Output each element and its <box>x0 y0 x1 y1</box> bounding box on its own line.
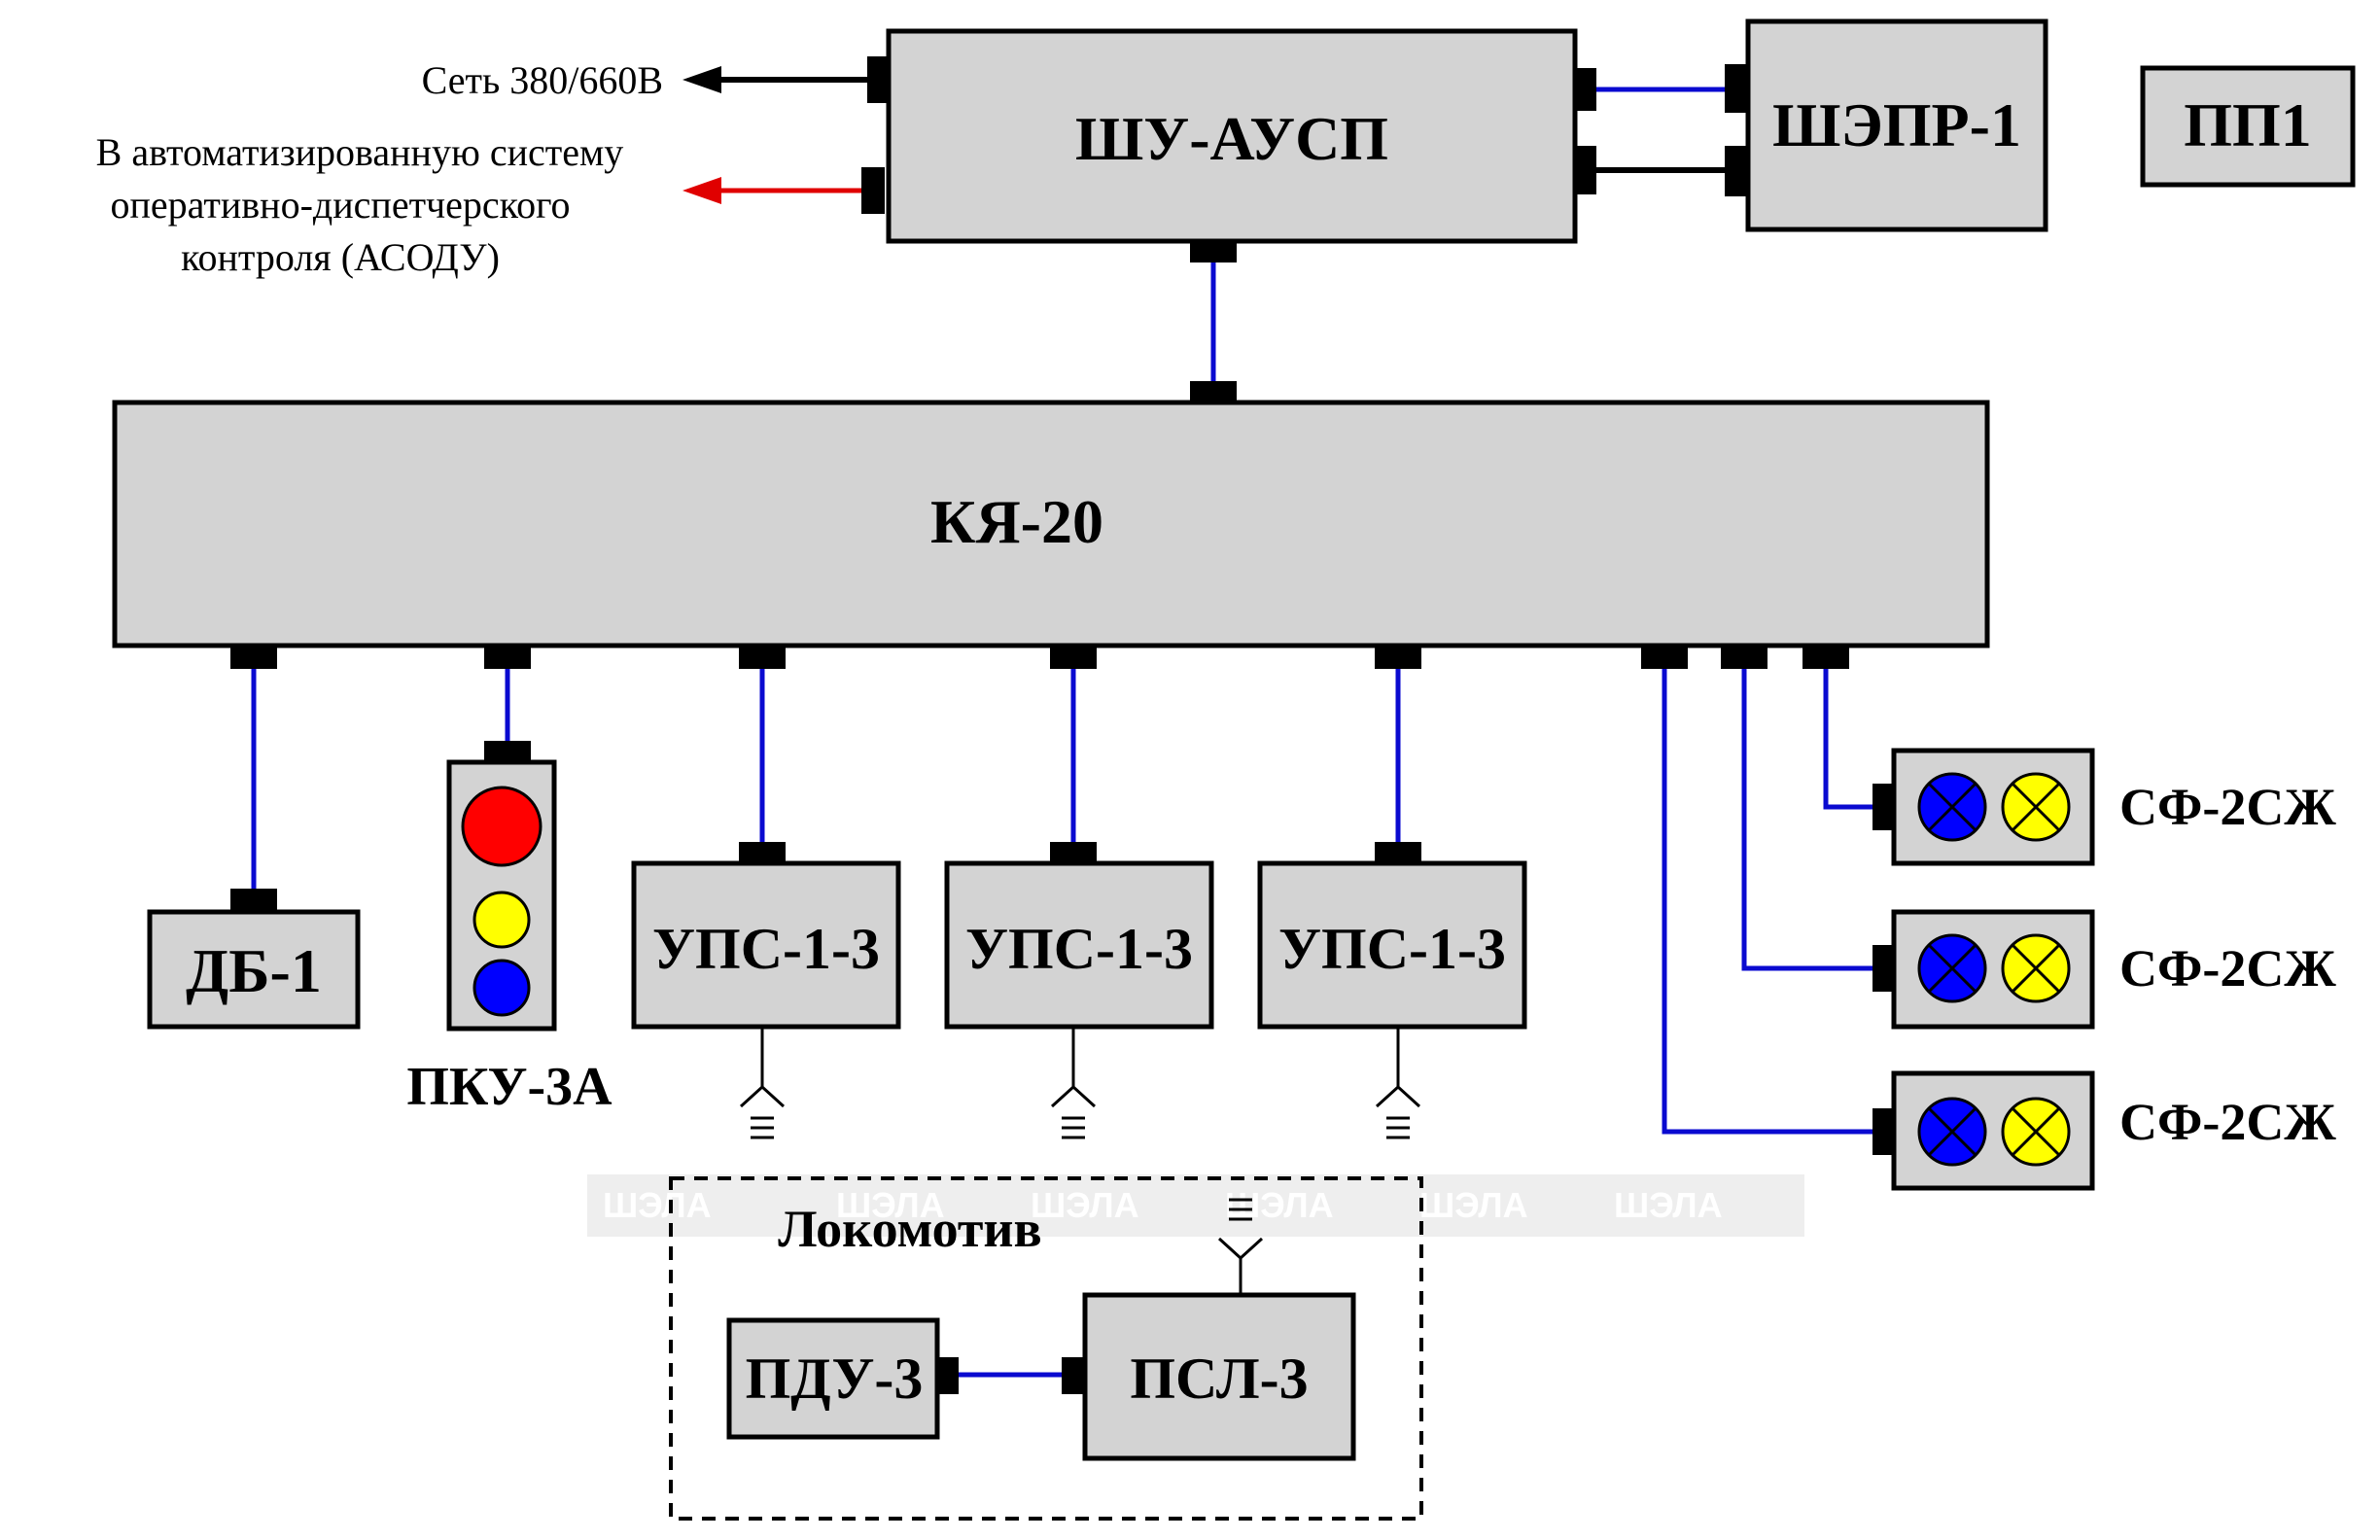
db1-label: ДБ-1 <box>186 936 322 1005</box>
sf-block-2 <box>1872 909 2095 1030</box>
asodu-label-line1: В автоматизированную систему <box>96 130 624 174</box>
ups-label: УПС-1-3 <box>1278 917 1506 981</box>
shepr-block: ШЭПР-1 <box>1725 18 2048 232</box>
psl-block: ПСЛ-3 <box>1062 1292 1356 1461</box>
ups-block-3: УПС-1-3 <box>1257 842 1527 1030</box>
asodu-arrow <box>682 177 870 204</box>
sf-block-3 <box>1872 1070 2095 1191</box>
pdu-block: ПДУ-3 <box>726 1317 959 1440</box>
antenna-icon <box>739 1029 786 1139</box>
network-label: Сеть 380/660В <box>422 58 663 102</box>
sf-label: СФ-2СЖ <box>2119 778 2336 836</box>
antenna-icon <box>1375 1029 1421 1139</box>
pp1-block: ПП1 <box>2140 65 2356 188</box>
sf-label: СФ-2СЖ <box>2119 939 2336 998</box>
sf-label: СФ-2СЖ <box>2119 1093 2336 1151</box>
shu-ausp-label: ШУ-АУСП <box>1075 104 1388 173</box>
locomotive-frame <box>669 1176 1423 1521</box>
asodu-label-line3: контроля (АСОДУ) <box>181 235 500 279</box>
antenna-icons <box>739 1029 1421 1139</box>
watermark-text: ШЭЛА <box>836 1185 945 1225</box>
psl-label: ПСЛ-3 <box>1130 1347 1308 1411</box>
kya-label: КЯ-20 <box>930 487 1103 556</box>
ups-label: УПС-1-3 <box>652 917 880 981</box>
red-lamp-icon <box>461 786 542 867</box>
shu-ausp-block: ШУ-АУСП <box>861 28 1596 262</box>
kya-links <box>251 669 1874 1135</box>
watermark-text: ШЭЛА <box>603 1185 712 1225</box>
ups-block-1: УПС-1-3 <box>631 842 901 1030</box>
watermark-text: ШЭЛА <box>1614 1185 1723 1225</box>
ups-label: УПС-1-3 <box>965 917 1193 981</box>
ups-block-2: УПС-1-3 <box>944 842 1214 1030</box>
shepr-label: ШЭПР-1 <box>1772 90 2021 159</box>
locomotive-label: Локомотив <box>778 1200 1041 1258</box>
kya-block: КЯ-20 <box>112 381 1990 669</box>
network-arrow <box>682 66 870 93</box>
pp1-label: ПП1 <box>2184 90 2312 159</box>
sf-block-1 <box>1872 748 2095 866</box>
watermark-text: ШЭЛА <box>1031 1185 1139 1225</box>
yellow-lamp-icon <box>472 891 531 949</box>
antenna-icon <box>1050 1029 1097 1139</box>
pku-block <box>446 741 557 1032</box>
blue-lamp-icon <box>472 959 531 1017</box>
watermark-band: ШЭЛА ШЭЛА ШЭЛА ШЭЛА ШЭЛА ШЭЛА <box>587 1174 1804 1237</box>
pku-label: ПКУ-3А <box>406 1057 612 1117</box>
db1-block: ДБ-1 <box>147 889 361 1030</box>
asodu-label-line2: оперативно-диспетчерского <box>111 183 571 227</box>
watermark-text: ШЭЛА <box>1419 1185 1528 1225</box>
pdu-label: ПДУ-3 <box>746 1347 924 1411</box>
antenna-icon <box>1217 1198 1264 1295</box>
